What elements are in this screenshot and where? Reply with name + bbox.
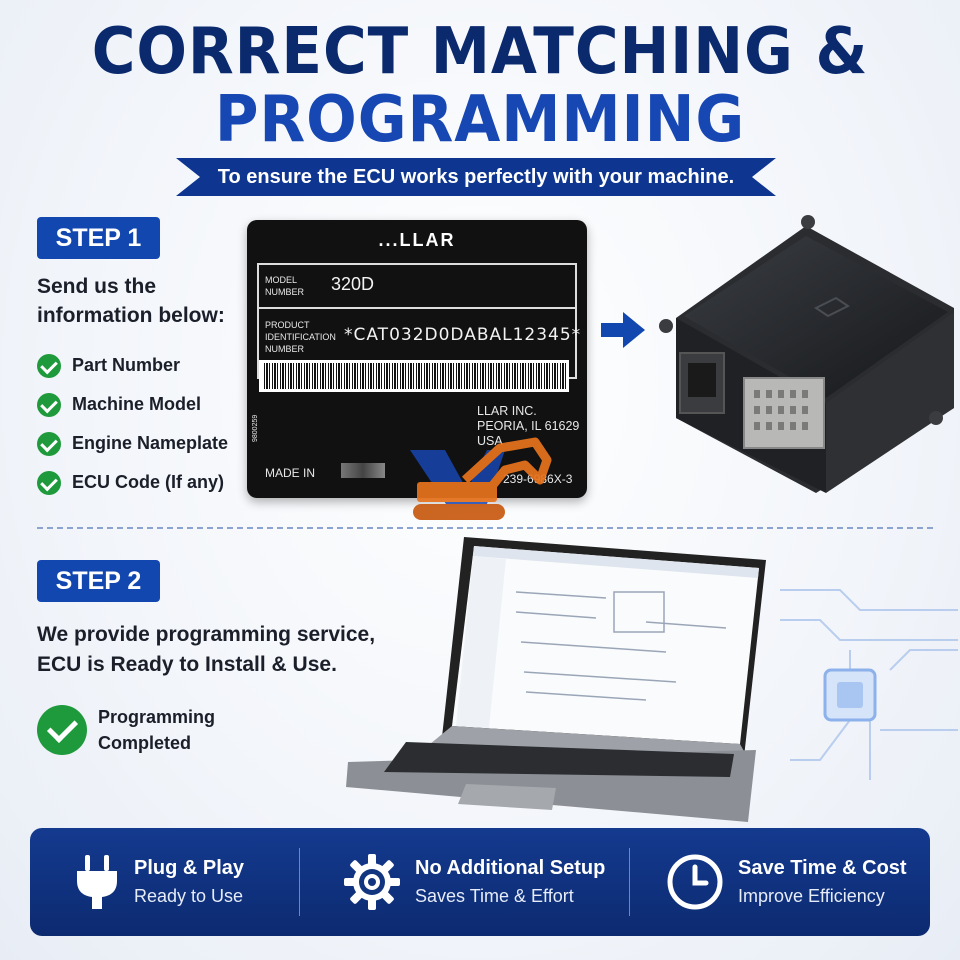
checklist-item-label: Machine Model [72, 394, 202, 414]
pin-label: PRODUCT IDENTIFICATION NUMBER [265, 320, 336, 354]
circuit-decoration-icon [780, 589, 958, 780]
feature-title: Save Time & Cost [738, 857, 907, 879]
info-checklist: Part Number Machine Model Engine Namepla… [37, 346, 228, 502]
checklist-item: Machine Model [37, 385, 228, 424]
step1-text: Send us the information below: [37, 275, 225, 327]
footer-divider [299, 848, 300, 916]
checklist-item-label: Part Number [72, 355, 181, 375]
model-label: MODEL NUMBER [265, 275, 305, 297]
feature-no-setup: No Additional Setup Saves Time & Effort [343, 828, 605, 936]
gear-icon [344, 854, 400, 910]
checklist-item: ECU Code (If any) [37, 463, 228, 502]
checklist-item-label: Engine Nameplate [72, 433, 229, 453]
completed-check-icon [37, 705, 87, 755]
address-line: PEORIA, IL 61629 [477, 419, 580, 433]
made-in-label: MADE IN [265, 466, 316, 480]
page-title-line2: PROGRAMMING [214, 83, 746, 157]
feature-plug-play: Plug & Play Ready to Use [74, 828, 244, 936]
check-icon [37, 431, 61, 456]
checklist-item: Part Number [37, 346, 228, 385]
step1-badge: STEP 1 [37, 217, 160, 259]
nameplate-side-code: 9800259 [252, 414, 259, 442]
completed-label: Programming Completed [98, 707, 216, 753]
made-in-blurred [341, 463, 385, 478]
address-line: USA [477, 434, 503, 448]
right-arrow-icon [601, 312, 645, 348]
step2-text: We provide programming service, ECU is R… [37, 623, 376, 676]
check-icon [37, 392, 61, 417]
feature-subtitle: Ready to Use [134, 886, 244, 906]
subtitle-text: To ensure the ECU works perfectly with y… [217, 165, 735, 188]
feature-title: Plug & Play [134, 857, 245, 879]
ecu-module-image [659, 215, 954, 493]
clock-icon [667, 854, 723, 910]
excavator-watermark-icon [410, 437, 552, 520]
laptop-image [346, 537, 766, 822]
check-icon [37, 470, 61, 495]
programming-completed: Programming Completed [37, 704, 218, 756]
page-title-line1: CORRECT MATCHING & [91, 15, 869, 89]
feature-title: No Additional Setup [415, 857, 606, 879]
feature-save-time: Save Time & Cost Improve Efficiency [666, 828, 907, 936]
feature-subtitle: Saves Time & Effort [415, 886, 574, 906]
features-footer: Plug & Play Ready to Use No Additional S… [30, 828, 930, 936]
checklist-item: Engine Nameplate [37, 424, 228, 463]
subtitle-ribbon: To ensure the ECU works perfectly with y… [176, 158, 776, 196]
feature-subtitle: Improve Efficiency [738, 886, 885, 906]
pin-value: *CAT032D0DABAL12345* [344, 325, 582, 345]
nameplate-brand: ...LLAR [378, 230, 456, 250]
machine-nameplate: ...LLAR MODEL NUMBER 320D PRODUCT IDENTI… [247, 220, 587, 498]
plug-icon [77, 855, 117, 909]
checklist-item-label: ECU Code (If any) [72, 472, 225, 492]
section-divider [37, 527, 933, 529]
barcode [259, 360, 569, 392]
nameplate-address: LLAR INC. PEORIA, IL 61629 USA [477, 404, 579, 449]
address-line: LLAR INC. [477, 404, 537, 418]
footer-divider [629, 848, 630, 916]
step2-badge: STEP 2 [37, 560, 160, 602]
check-icon [37, 353, 61, 378]
model-value: 320D [331, 274, 375, 294]
